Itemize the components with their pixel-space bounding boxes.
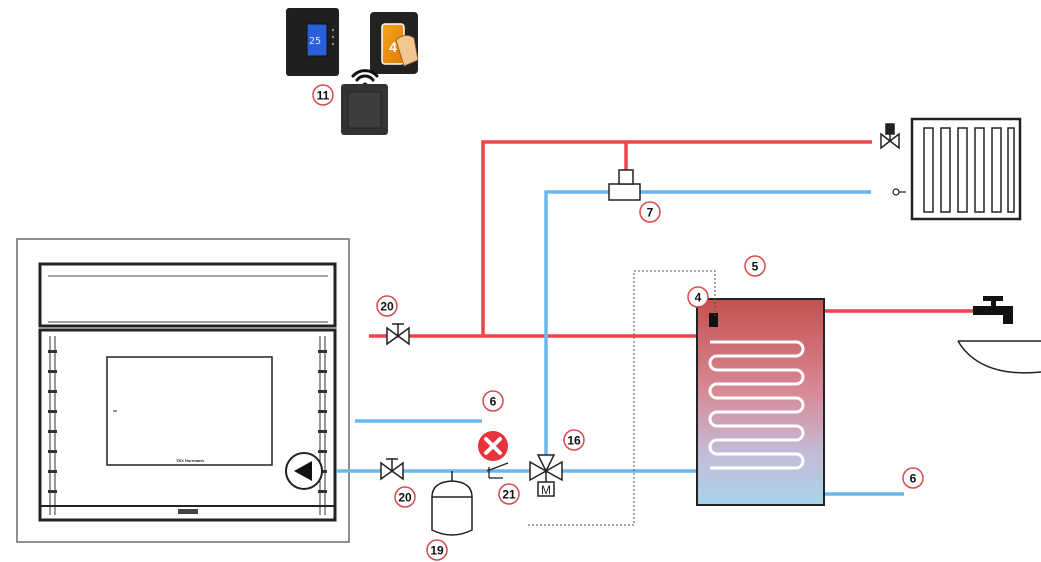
sensor-dashed-line	[528, 270, 716, 526]
tee-fitting-icon	[608, 169, 641, 201]
fireplace-glass	[106, 356, 273, 466]
svg-text:6: 6	[490, 395, 497, 409]
radiator-thermostatic-valve-icon	[880, 123, 900, 150]
callout-19: 19	[426, 539, 448, 561]
fireplace-ribs	[49, 336, 326, 515]
svg-text:11: 11	[317, 89, 330, 103]
callout-11: 11	[312, 84, 334, 106]
sink-icon	[957, 340, 1041, 374]
callout-5: 5	[744, 255, 766, 277]
callout-20-cold: 20	[394, 486, 416, 508]
callout-20-hot: 20	[376, 295, 398, 317]
controller-display-value: 25	[309, 36, 321, 47]
svg-text:16: 16	[567, 434, 581, 448]
svg-text:20: 20	[398, 491, 412, 505]
callout-6-lower: 6	[902, 467, 924, 489]
pump-icon	[285, 452, 323, 490]
svg-text:19: 19	[430, 544, 444, 558]
app-icon-label: 4	[389, 39, 397, 55]
mobile-app-icon: 4	[370, 12, 419, 74]
radiator-return-fitting-icon	[892, 188, 906, 196]
tap-icon	[973, 296, 1013, 324]
svg-text:6: 6	[910, 472, 917, 486]
tank-coil	[708, 340, 805, 470]
tank-sensor	[709, 313, 718, 327]
svg-text:20: 20	[380, 300, 394, 314]
callout-7: 7	[639, 201, 661, 223]
room-controller: 25	[286, 8, 339, 76]
svg-text:5: 5	[752, 260, 759, 274]
expansion-vessel-icon	[431, 471, 473, 536]
valve-motor-label: M	[541, 483, 551, 497]
check-valve-icon	[486, 462, 509, 479]
hot-water-lines	[369, 140, 973, 338]
wifi-module	[341, 84, 388, 135]
callout-21: 21	[498, 483, 520, 505]
three-way-valve-icon	[529, 454, 563, 497]
hand-icon	[395, 35, 419, 67]
error-icon	[478, 431, 508, 461]
shutoff-valve-hot-icon	[386, 323, 410, 346]
callout-4: 4	[687, 286, 709, 308]
svg-text:7: 7	[647, 206, 654, 220]
callout-16: 16	[563, 429, 585, 451]
svg-text:4: 4	[695, 291, 702, 305]
shutoff-valve-cold-icon	[380, 458, 404, 481]
radiator	[910, 117, 1022, 221]
svg-text:21: 21	[502, 488, 516, 502]
callout-6-upper: 6	[482, 390, 504, 412]
fireplace-brand: TEX Horrmann	[176, 458, 205, 463]
dhw-tank	[696, 298, 825, 506]
fireplace: TEX Horrmann	[16, 238, 350, 543]
